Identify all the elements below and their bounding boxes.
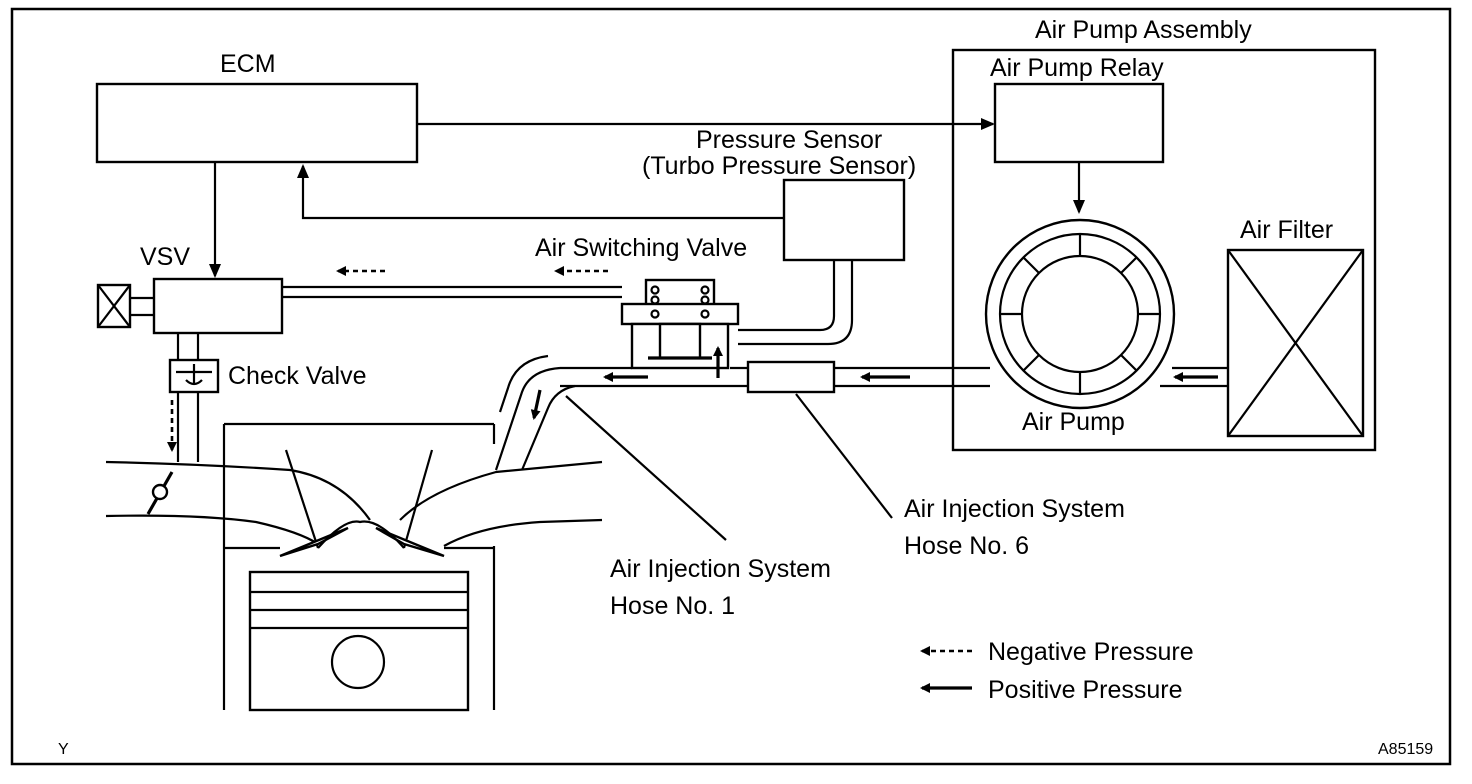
air-pump-label: Air Pump [1022,408,1125,436]
hose-1-leader [565,395,727,541]
legend: Negative Pressure Positive Pressure [920,638,1194,704]
air-filter-label: Air Filter [1240,216,1333,244]
air-switching-valve [620,278,740,378]
engine-cylinder [105,422,603,712]
diagram-frame [10,7,1452,766]
air-filter-x2 [1227,249,1364,437]
hose-6-label: Air Injection System [904,495,1125,523]
ecm-box [95,82,419,164]
ecm-label: ECM [220,50,276,78]
air-pump-icon [984,218,1176,410]
hose-6-number: Hose No. 6 [904,532,1029,560]
hose-1-number: Hose No. 1 [610,592,735,620]
vsv-filter-x2 [97,284,131,328]
pressure-sensor-label: Pressure Sensor [696,126,882,154]
check-valve-icon [168,333,220,462]
corner-left-label: Y [58,741,69,758]
corner-right-label: A85159 [1378,741,1433,758]
check-valve-label: Check Valve [228,362,367,390]
air-pump-relay-label: Air Pump Relay [990,54,1164,82]
pressure-sensor-box [782,178,906,262]
hose-1-bend [494,354,576,471]
legend-negative-label: Negative Pressure [988,638,1194,666]
vsv-box [152,277,284,335]
hose-6-sleeve [746,360,836,394]
legend-positive-label: Positive Pressure [988,676,1183,704]
air-pump-relay-box [993,82,1165,164]
hose-6-leader [795,393,893,519]
hose-1-down-arrow [530,389,542,420]
air-switching-valve-label: Air Switching Valve [535,234,747,262]
pressure-sensor-sublabel: (Turbo Pressure Sensor) [642,152,916,180]
sensor-to-ecm-line [297,164,784,220]
hose-1-label: Air Injection System [610,555,831,583]
vsv-label: VSV [140,243,190,271]
air-pump-assembly-label: Air Pump Assembly [1035,16,1252,44]
sensor-hose [738,260,854,346]
